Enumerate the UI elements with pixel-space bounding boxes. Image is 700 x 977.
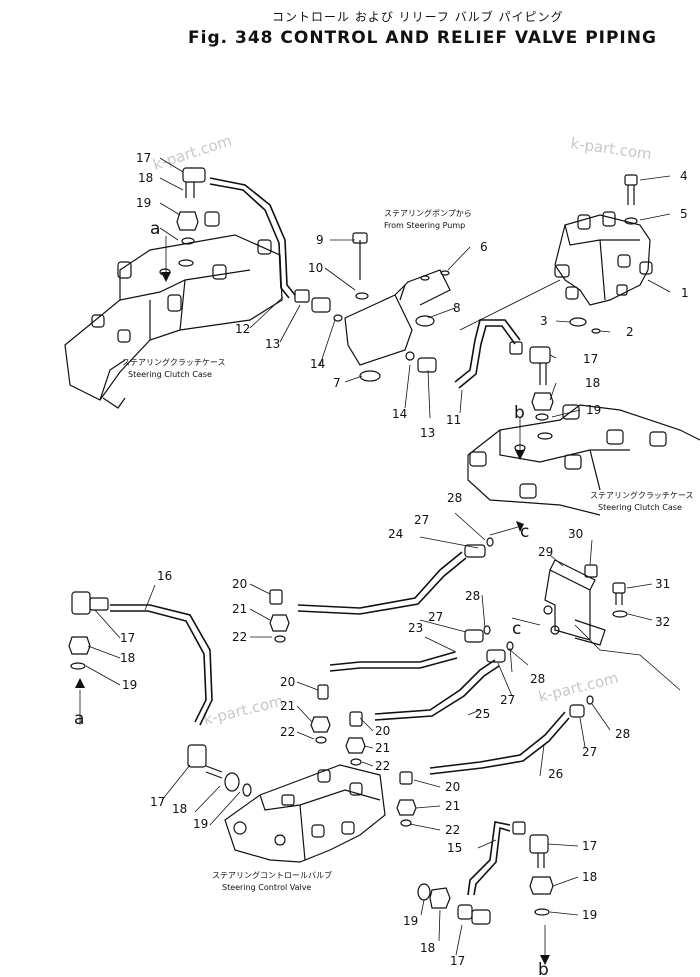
- callout-number: 10: [308, 261, 323, 275]
- callout-number: 27: [500, 693, 515, 707]
- letter-a-top: a: [150, 219, 160, 239]
- callout-number: 19: [136, 196, 151, 210]
- label-control-valve-jp: ステアリングコントロールバルブ: [212, 870, 332, 880]
- callout-number: 31: [655, 577, 670, 591]
- figure-title: Fig. 348 CONTROL AND RELIEF VALVE PIPING: [188, 28, 657, 48]
- callout-number: 18: [582, 870, 597, 884]
- figure-header: コントロール および リリーフ バルブ パイピング Fig. 348 CONTR…: [0, 0, 700, 60]
- letter-c-mid: c: [512, 619, 521, 639]
- tubes: [110, 177, 570, 896]
- callout-number: 7: [333, 376, 341, 390]
- callout-number: 28: [447, 491, 462, 505]
- letter-a-bottom: a: [74, 709, 84, 729]
- callout-number: 15: [447, 841, 462, 855]
- label-clutch-case-left-en: Steering Clutch Case: [128, 370, 212, 379]
- callout-number: 26: [548, 767, 563, 781]
- callout-number: 22: [232, 630, 247, 644]
- callout-number: 4: [680, 169, 688, 183]
- callout-number: 24: [388, 527, 403, 541]
- callout-number: 32: [655, 615, 670, 629]
- callout-number: 18: [138, 171, 153, 185]
- callout-number: 20: [232, 577, 247, 591]
- callout-number: 11: [446, 413, 461, 427]
- callout-number: 21: [280, 699, 295, 713]
- arrowheads: [75, 272, 550, 965]
- callout-number: 29: [538, 545, 553, 559]
- callout-number: 9: [316, 233, 324, 247]
- callout-number: 20: [375, 724, 390, 738]
- leader-lines: [79, 157, 681, 960]
- callout-number: 5: [680, 207, 688, 221]
- callout-number: 17: [150, 795, 165, 809]
- callout-number: 19: [586, 403, 601, 417]
- callout-number: 22: [280, 725, 295, 739]
- watermark: k-part.com: [202, 692, 286, 729]
- callout-number: 25: [475, 707, 490, 721]
- callout-number: 13: [420, 426, 435, 440]
- callout-number: 16: [157, 569, 172, 583]
- flange-block-6: [344, 232, 451, 366]
- callout-number: 14: [392, 407, 407, 421]
- callout-number: 18: [172, 802, 187, 816]
- callout-number: 13: [265, 337, 280, 351]
- callout-number: 20: [445, 780, 460, 794]
- callout-number: 12: [235, 322, 250, 336]
- callout-number: 28: [530, 672, 545, 686]
- relief-valve-1: [554, 211, 653, 306]
- callout-number: 28: [465, 589, 480, 603]
- callout-number: 3: [540, 314, 548, 328]
- bracket-29: [543, 559, 606, 646]
- callout-number: 17: [136, 151, 151, 165]
- callout-number: 21: [232, 602, 247, 616]
- callout-number: 19: [122, 678, 137, 692]
- callout-number: 30: [568, 527, 583, 541]
- steering-clutch-case-left: [64, 211, 283, 409]
- label-from-steering-pump-jp: ステアリングポンプから: [384, 208, 472, 218]
- callout-number: 27: [414, 513, 429, 527]
- callout-number: 21: [445, 799, 460, 813]
- watermark: k-part.com: [537, 669, 621, 706]
- callout-number: 18: [120, 651, 135, 665]
- callout-number: 19: [403, 914, 418, 928]
- label-clutch-case-right-jp: ステアリングクラッチケース: [590, 490, 693, 500]
- label-clutch-case-left-jp: ステアリングクラッチケース: [122, 357, 225, 367]
- callout-number: 22: [445, 823, 460, 837]
- label-control-valve-en: Steering Control Valve: [222, 883, 311, 892]
- steering-control-valve: [224, 764, 386, 863]
- callout-number: 2: [626, 325, 634, 339]
- callout-number: 17: [583, 352, 598, 366]
- letter-b-bottom: b: [538, 960, 549, 977]
- callout-number: 8: [453, 301, 461, 315]
- japanese-title: コントロール および リリーフ バルブ パイピング: [272, 10, 564, 24]
- callout-number: 27: [428, 610, 443, 624]
- callout-number: 18: [420, 941, 435, 955]
- callout-number: 28: [615, 727, 630, 741]
- callout-number: 17: [450, 954, 465, 968]
- callout-number: 6: [480, 240, 488, 254]
- watermark: k-part.com: [569, 134, 652, 163]
- callout-number: 19: [582, 908, 597, 922]
- letter-b-top: b: [514, 403, 525, 423]
- callout-number: 23: [408, 621, 423, 635]
- steering-clutch-case-right: [467, 404, 700, 516]
- callout-number: 14: [310, 357, 325, 371]
- callout-number: 22: [375, 759, 390, 773]
- callout-number: 17: [582, 839, 597, 853]
- callout-number: 20: [280, 675, 295, 689]
- label-from-steering-pump-en: From Steering Pump: [384, 221, 465, 230]
- callout-number: 21: [375, 741, 390, 755]
- callout-number: 27: [582, 745, 597, 759]
- callout-number: 19: [193, 817, 208, 831]
- callout-number: 1: [681, 286, 689, 300]
- callout-number: 18: [585, 376, 600, 390]
- callout-number: 17: [120, 631, 135, 645]
- letter-c-top: c: [520, 522, 529, 542]
- label-clutch-case-right-en: Steering Clutch Case: [598, 503, 682, 512]
